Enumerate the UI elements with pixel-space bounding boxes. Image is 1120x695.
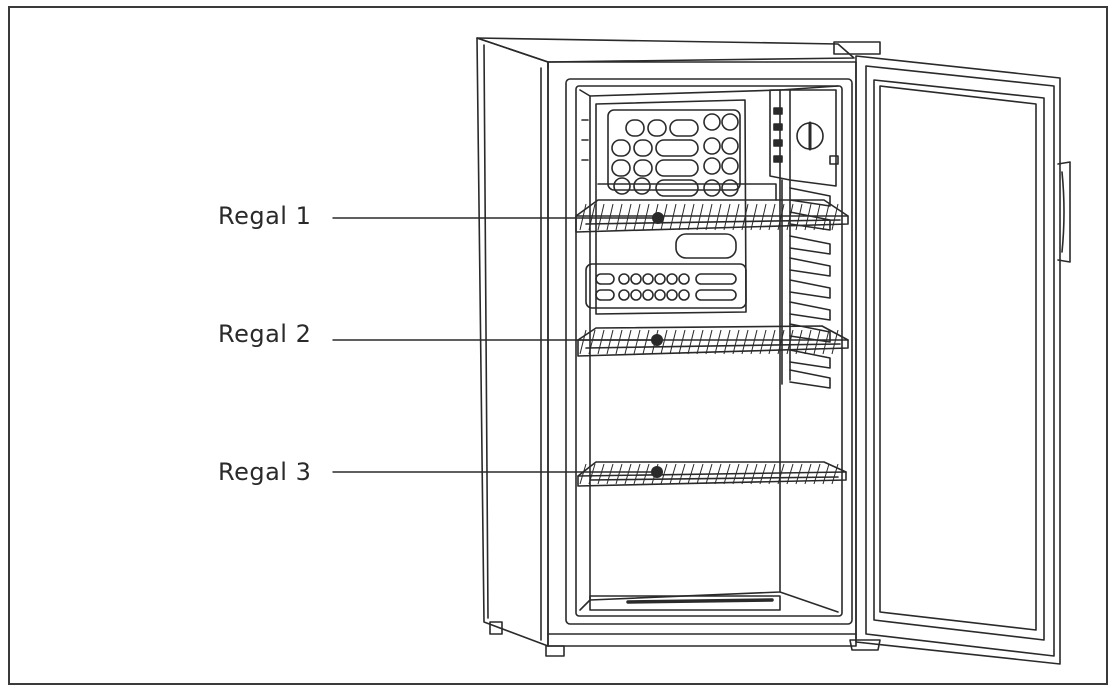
shelf-3 [577,461,847,487]
cabinet-top [476,37,881,69]
cabinet-side [476,37,549,647]
thermostat-box [769,89,839,187]
callout-dot-2 [651,334,663,346]
interior-liner [565,78,853,625]
back-panel [581,99,747,315]
shelf-mesh [579,203,839,485]
label-shelf-2: Regal 2 [218,320,312,348]
shelf-2 [577,325,849,357]
feet [489,621,881,657]
callout-dot-1 [652,212,664,224]
side-rails [781,179,831,389]
label-shelf-3: Regal 3 [218,458,312,486]
glass-door [855,55,1071,665]
callout-dot-3 [651,466,663,478]
figure-frame [8,6,1108,685]
label-shelf-1: Regal 1 [218,202,312,230]
